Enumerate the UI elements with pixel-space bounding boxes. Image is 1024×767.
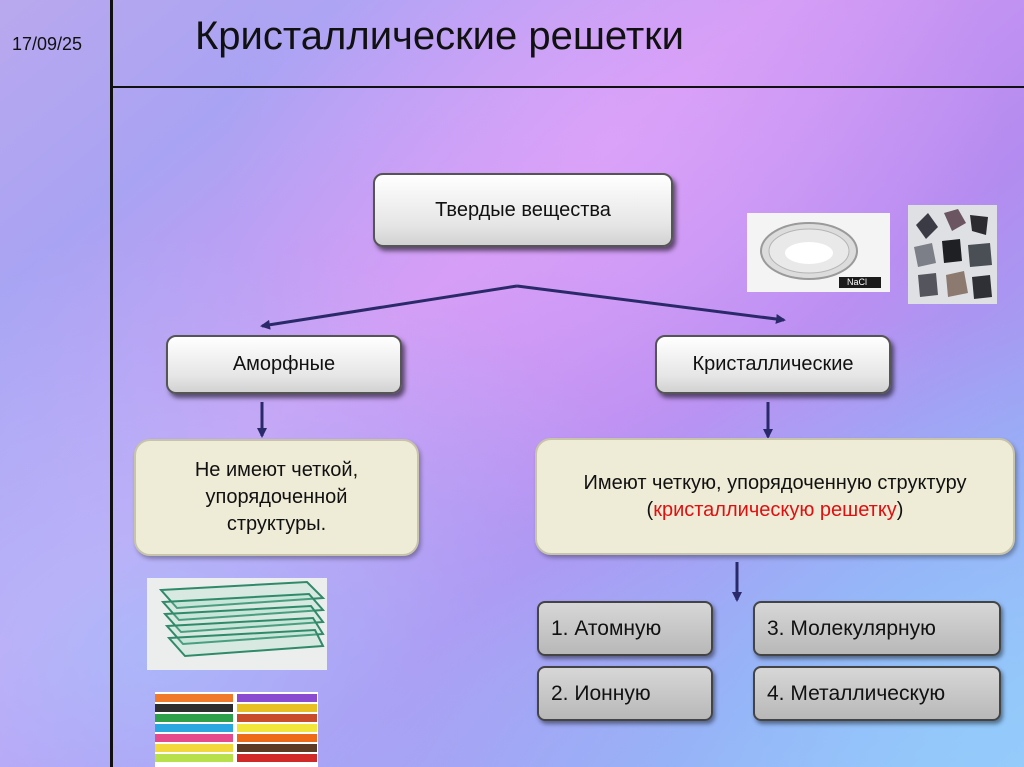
- node-crystalline: Кристаллические: [655, 335, 891, 394]
- plasticine-image: [155, 692, 318, 767]
- node-crystalline-label: Кристаллические: [692, 353, 853, 376]
- node-solid-substances: Твердые вещества: [373, 173, 673, 247]
- nacl-label: NaCl: [847, 277, 867, 288]
- amorphous-description: Не имеют четкой, упорядоченной структуры…: [162, 457, 392, 538]
- amorphous-description-box: Не имеют четкой, упорядоченной структуры…: [134, 439, 419, 556]
- nacl-dish-image: NaCl: [747, 213, 890, 292]
- crystalline-lattice-highlight-2: решетку: [820, 499, 897, 521]
- lattice-type-molecular-label: 3. Молекулярную: [767, 617, 936, 641]
- crystals-minerals-image: [908, 205, 997, 304]
- lattice-type-ionic: 2. Ионную: [537, 666, 713, 721]
- crystalline-description-suffix: ): [897, 499, 904, 521]
- glass-sheets-image: [147, 578, 327, 670]
- node-solid-substances-label: Твердые вещества: [435, 199, 611, 222]
- crystalline-description-box: Имеют четкую, упорядоченную структуру (к…: [535, 438, 1015, 555]
- lattice-type-ionic-label: 2. Ионную: [551, 682, 651, 706]
- node-amorphous-label: Аморфные: [233, 353, 335, 376]
- lattice-type-molecular: 3. Молекулярную: [753, 601, 1001, 656]
- lattice-type-metallic-label: 4. Металлическую: [767, 682, 945, 706]
- lattice-type-atomic-label: 1. Атомную: [551, 617, 661, 641]
- lattice-type-metallic: 4. Металлическую: [753, 666, 1001, 721]
- crystalline-lattice-highlight-1: кристаллическую: [653, 499, 814, 521]
- node-amorphous: Аморфные: [166, 335, 402, 394]
- arrow-root-to-amorphous: [262, 286, 517, 326]
- crystalline-description: Имеют четкую, упорядоченную структуру (к…: [575, 470, 975, 524]
- lattice-type-atomic: 1. Атомную: [537, 601, 713, 656]
- arrow-root-to-crystalline: [517, 286, 784, 320]
